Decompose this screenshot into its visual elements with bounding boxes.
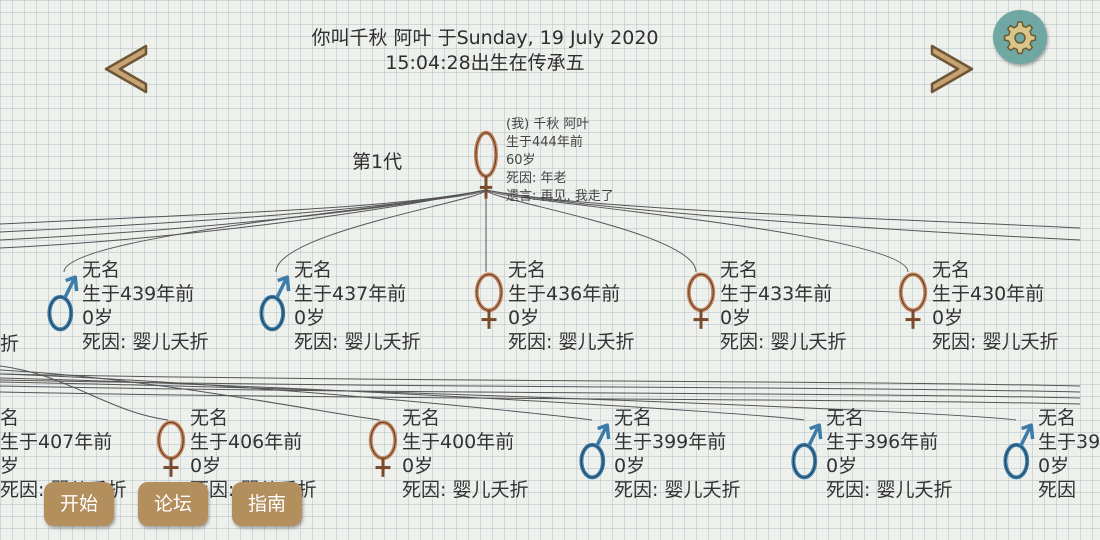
grandchild-born: 生于407年前	[0, 431, 113, 453]
self-name: (我) 千秋 阿叶	[506, 117, 590, 132]
forum-button[interactable]: 论坛	[138, 482, 208, 526]
parent-child-line	[0, 365, 169, 421]
child-age: 0岁	[294, 307, 326, 329]
female-symbol-icon	[473, 130, 499, 199]
child-cause-of-death: 死因: 婴儿夭折	[508, 331, 635, 353]
grandchild-cause-of-death: 死因: 婴儿夭折	[402, 479, 529, 501]
parent-child-line	[275, 189, 487, 273]
grandchild-age: 岁	[0, 455, 20, 477]
grandchild-cause-of-death: 死因	[1038, 479, 1077, 501]
parent-child-line	[485, 189, 697, 273]
previous-generation-button[interactable]	[100, 44, 152, 98]
child-born: 生于436年前	[508, 283, 621, 305]
female-symbol-icon	[474, 272, 504, 329]
parent-child-line	[485, 189, 909, 273]
grandchild-name: 无名	[402, 407, 441, 429]
birth-info-line2: 15:04:28出生在传承五	[385, 52, 585, 74]
parent-child-line	[0, 189, 487, 249]
child-name: 无名	[508, 259, 547, 281]
parent-child-line	[485, 189, 1081, 241]
male-symbol-icon	[791, 423, 823, 480]
parent-child-line	[0, 385, 1081, 399]
male-symbol-icon	[47, 275, 79, 332]
guide-button[interactable]: 指南	[232, 482, 302, 526]
self-cause-of-death: 死因: 年老	[506, 171, 567, 186]
child-born: 生于439年前	[82, 283, 195, 305]
grandchild-age: 0岁	[402, 455, 434, 477]
grandchild-age: 0岁	[826, 455, 858, 477]
grandchild-born: 生于399年前	[614, 431, 727, 453]
male-symbol-icon	[259, 275, 291, 332]
grandchild-name: 无名	[190, 407, 229, 429]
child-cause-of-death: 死因: 婴儿夭折	[82, 331, 209, 353]
parent-child-line	[0, 189, 487, 225]
child-name: 无名	[720, 259, 759, 281]
child-born: 生于430年前	[932, 283, 1045, 305]
self-age: 60岁	[506, 153, 536, 168]
female-symbol-icon	[686, 272, 716, 329]
self-born: 生于444年前	[506, 135, 583, 150]
female-symbol-icon	[898, 272, 928, 329]
chevron-right-icon	[930, 44, 974, 94]
grandchild-age: 0岁	[190, 455, 222, 477]
chevron-left-icon	[104, 44, 148, 94]
generation-label: 第1代	[352, 151, 403, 173]
child-name: 无名	[294, 259, 333, 281]
next-generation-button[interactable]	[926, 44, 978, 98]
female-symbol-icon	[156, 420, 186, 477]
self-last-words: 遗言: 再见, 我走了	[506, 189, 614, 204]
grandchild-cause-of-death: 死因: 婴儿夭折	[614, 479, 741, 501]
parent-child-line	[0, 189, 487, 241]
child-born: 生于437年前	[294, 283, 407, 305]
parent-child-line	[0, 379, 1081, 393]
grandchild-born: 生于39	[1038, 431, 1100, 453]
grandchild-name: 无名	[614, 407, 653, 429]
child-age: 0岁	[508, 307, 540, 329]
grandchild-born: 生于400年前	[402, 431, 515, 453]
male-symbol-icon	[579, 423, 611, 480]
settings-button[interactable]	[993, 10, 1047, 64]
child-name: 无名	[82, 259, 121, 281]
grandchild-age: 0岁	[1038, 455, 1070, 477]
grandchild-born: 生于406年前	[190, 431, 303, 453]
child-age: 0岁	[932, 307, 964, 329]
parent-child-line	[0, 381, 1017, 421]
child-born: 生于433年前	[720, 283, 833, 305]
grandchild-born: 生于396年前	[826, 431, 939, 453]
male-symbol-icon	[1003, 423, 1035, 480]
grandchild-cause-of-death: 死因: 婴儿夭折	[826, 479, 953, 501]
birth-info-line1: 你叫千秋 阿叶 于Sunday, 19 July 2020	[311, 27, 659, 49]
child-age: 0岁	[82, 307, 114, 329]
child-age: 0岁	[720, 307, 752, 329]
left-edge-text-fragment: 折	[0, 333, 20, 355]
female-symbol-icon	[368, 420, 398, 477]
grandchild-name: 无名	[1038, 407, 1077, 429]
grandchild-name: 无名	[826, 407, 865, 429]
child-cause-of-death: 死因: 婴儿夭折	[294, 331, 421, 353]
child-cause-of-death: 死因: 婴儿夭折	[720, 331, 847, 353]
parent-child-line	[0, 373, 1081, 387]
birth-info-header: 你叫千秋 阿叶 于Sunday, 19 July 2020 15:04:28出生…	[240, 26, 730, 76]
child-cause-of-death: 死因: 婴儿夭折	[932, 331, 1059, 353]
gear-icon	[1003, 21, 1037, 55]
start-button[interactable]: 开始	[44, 482, 114, 526]
child-name: 无名	[932, 259, 971, 281]
grandchild-name: 名	[0, 407, 20, 429]
parent-child-line	[485, 189, 1081, 229]
parent-child-line	[0, 391, 1081, 405]
grandchild-age: 0岁	[614, 455, 646, 477]
